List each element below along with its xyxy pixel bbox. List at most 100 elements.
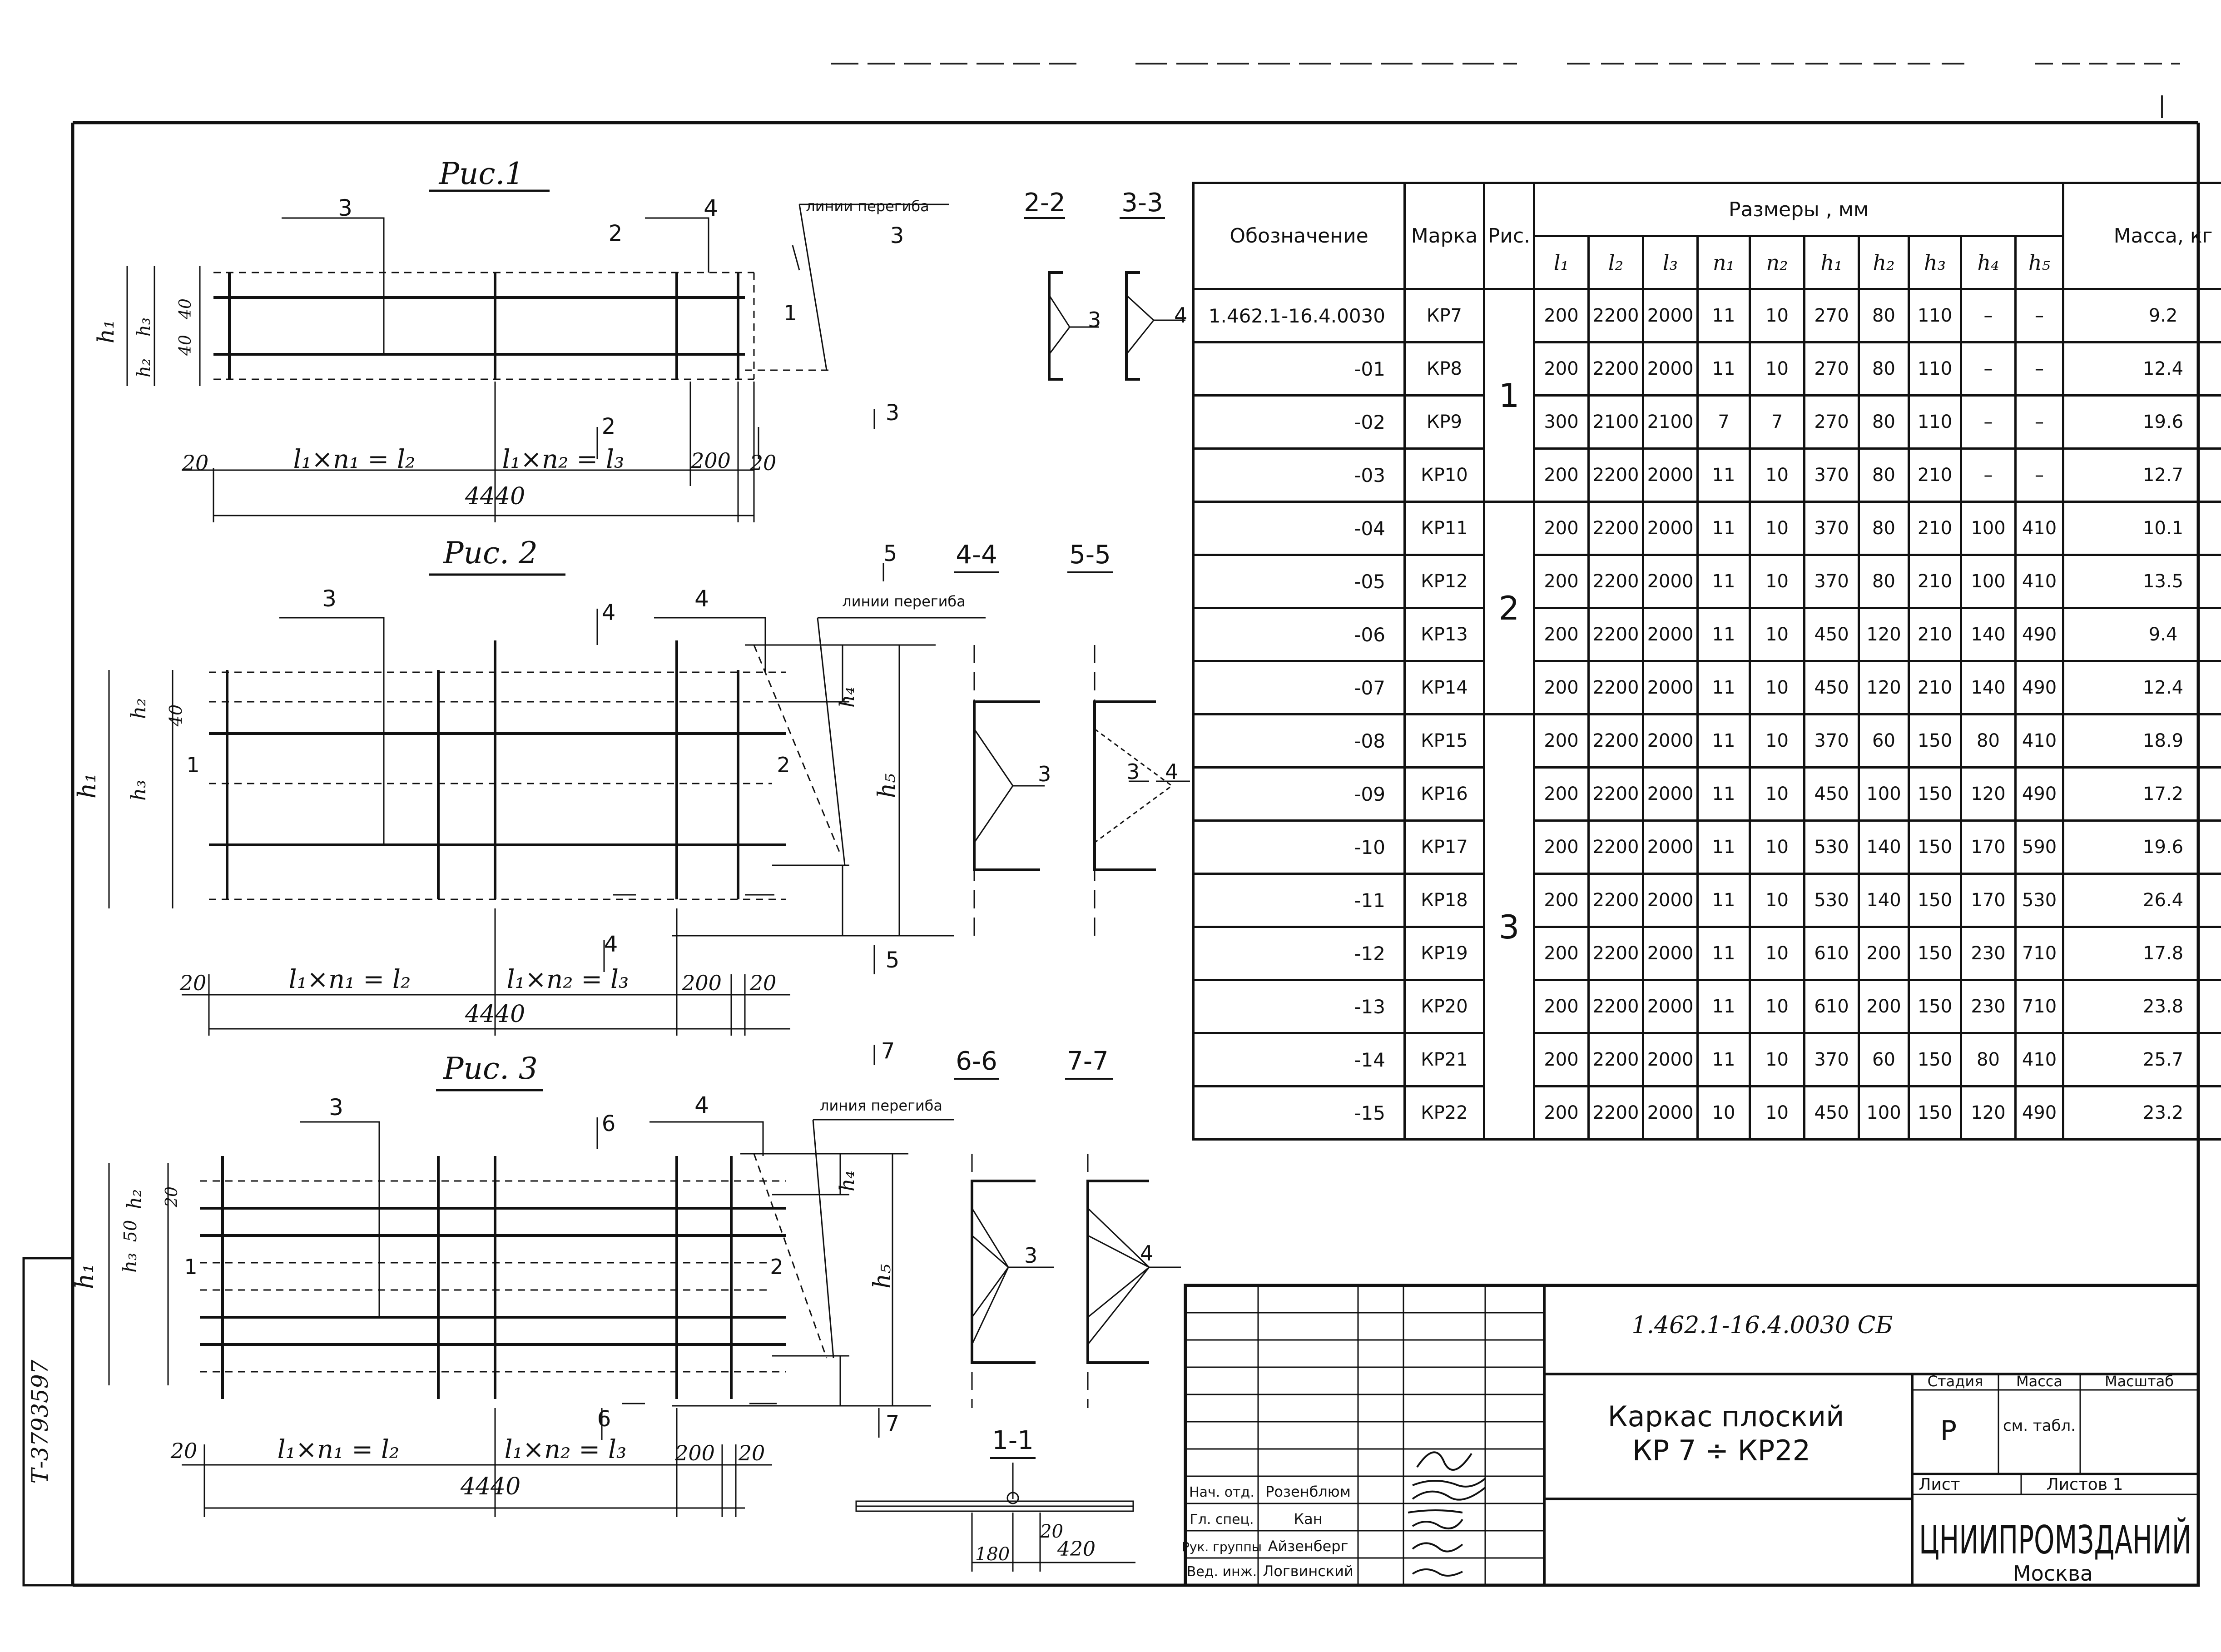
cell-mass: 23.8	[2062, 979, 2221, 1034]
cell-l2: 2200	[1587, 554, 1644, 609]
figure-3-rod-label-2: 2	[770, 1255, 783, 1279]
cell-h4: –	[1960, 288, 2017, 343]
cell-n1: 7	[1696, 394, 1751, 450]
org-name: ЦНИИПРОМЗДАНИЙ	[1919, 1517, 2191, 1563]
cell-l1: 200	[1533, 288, 1590, 343]
signer-role-3: Рук. группы	[1182, 1539, 1262, 1554]
cell-h5: 710	[2014, 979, 2065, 1034]
figure-3-bend-label: линия перегиба	[820, 1097, 942, 1114]
cell-des: -08	[1192, 713, 1406, 769]
cell-h3: 110	[1908, 394, 1962, 450]
title-block: Нач. отд. Розенблюм Гл. спец. Кан Рук. г…	[1182, 1284, 2200, 1587]
fig-group-cell: 3	[1483, 713, 1535, 1141]
cell-l3: 2000	[1642, 341, 1699, 397]
cell-l3: 2000	[1642, 819, 1699, 875]
cell-l2: 2200	[1587, 766, 1644, 822]
cell-l2: 2200	[1587, 501, 1644, 556]
cell-h4: 230	[1960, 926, 2017, 981]
figure-2-rod-label: 1	[186, 753, 199, 777]
cell-h2: 60	[1858, 1032, 1910, 1087]
cell-mark: КР22	[1403, 1085, 1485, 1141]
cell-mark: КР14	[1403, 660, 1485, 715]
cell-des: -06	[1192, 607, 1406, 662]
cell-n2: 10	[1749, 979, 1805, 1034]
cell-l1: 200	[1533, 1032, 1590, 1087]
cell-l3: 2000	[1642, 607, 1699, 662]
figure-2-title: Рис. 2	[443, 536, 538, 571]
cell-l2: 2200	[1587, 447, 1644, 503]
cell-h2: 80	[1858, 447, 1910, 503]
cell-h4: 170	[1960, 873, 2017, 928]
cell-h1: 270	[1803, 394, 1860, 450]
cell-n2: 7	[1749, 394, 1805, 450]
figure-2-cut-top-2: 5	[883, 541, 897, 566]
cell-des: -02	[1192, 394, 1406, 450]
cell-mass: 17.8	[2062, 926, 2221, 981]
figure-3-dim-eq2: l₁×n₂ = l₃	[505, 1435, 627, 1464]
cell-n2: 10	[1749, 607, 1805, 662]
cell-h2: 120	[1858, 660, 1910, 715]
signer-role-4: Вед. инж.	[1187, 1564, 1257, 1580]
cell-l1: 200	[1533, 926, 1590, 981]
cell-l1: 200	[1533, 979, 1590, 1034]
cell-h2: 200	[1858, 926, 1910, 981]
header-designation: Обозначение	[1192, 182, 1406, 290]
header-h3: h₃	[1908, 235, 1962, 290]
cell-l3: 2000	[1642, 501, 1699, 556]
cell-l2: 2200	[1587, 1032, 1644, 1087]
figure-3-dim-200: 200	[674, 1441, 715, 1465]
cell-l1: 200	[1533, 660, 1590, 715]
cell-h2: 100	[1858, 1085, 1910, 1141]
figure-3-section-a: 6-6	[956, 1047, 997, 1076]
cell-l2: 2200	[1587, 979, 1644, 1034]
cell-h1: 450	[1803, 1085, 1860, 1141]
cell-h1: 450	[1803, 766, 1860, 822]
cell-n2: 10	[1749, 660, 1805, 715]
cell-mass: 19.6	[2062, 819, 2221, 875]
signer-name-1: Розенблюм	[1265, 1483, 1351, 1500]
figure-1-d40b: 40	[176, 335, 195, 356]
cell-l3: 2000	[1642, 1085, 1699, 1141]
cell-mark: КР16	[1403, 766, 1485, 822]
cell-n1: 11	[1696, 607, 1751, 662]
figure-2-cut-bottom-2: 5	[886, 948, 900, 973]
cell-l1: 200	[1533, 819, 1590, 875]
cell-l3: 2000	[1642, 873, 1699, 928]
figure-1-h1: h₁	[93, 320, 119, 343]
cell-h1: 370	[1803, 501, 1860, 556]
figure-3-cut-bottom-2: 7	[886, 1411, 900, 1436]
figure-1-h2: h₂	[134, 358, 154, 377]
header-l2: l₂	[1587, 235, 1644, 290]
cell-h1: 530	[1803, 819, 1860, 875]
cell-h5: –	[2014, 288, 2065, 343]
cell-des: -12	[1192, 926, 1406, 981]
cell-n2: 10	[1749, 873, 1805, 928]
cell-mass: 9.2	[2062, 288, 2221, 343]
cell-h3: 110	[1908, 341, 1962, 397]
cell-h1: 370	[1803, 713, 1860, 769]
figure-3-h4: h₄	[836, 1171, 859, 1191]
cell-mark: КР9	[1403, 394, 1485, 450]
figure-1-marker-right: 4	[704, 195, 718, 221]
cell-n2: 10	[1749, 926, 1805, 981]
cell-des: -14	[1192, 1032, 1406, 1087]
cell-l1: 200	[1533, 766, 1590, 822]
cell-l3: 2000	[1642, 447, 1699, 503]
figure-3-rod-label: 1	[184, 1255, 197, 1279]
figure-1-section-a: 2-2	[1024, 188, 1065, 218]
cell-n1: 11	[1696, 501, 1751, 556]
cell-des: -04	[1192, 501, 1406, 556]
cell-mass: 10.1	[2062, 501, 2221, 556]
cell-l3: 2100	[1642, 394, 1699, 450]
cell-n1: 11	[1696, 341, 1751, 397]
cell-h5: –	[2014, 394, 2065, 450]
cell-h1: 450	[1803, 607, 1860, 662]
cell-n2: 10	[1749, 766, 1805, 822]
cell-l3: 2000	[1642, 288, 1699, 343]
cell-h3: 210	[1908, 607, 1962, 662]
